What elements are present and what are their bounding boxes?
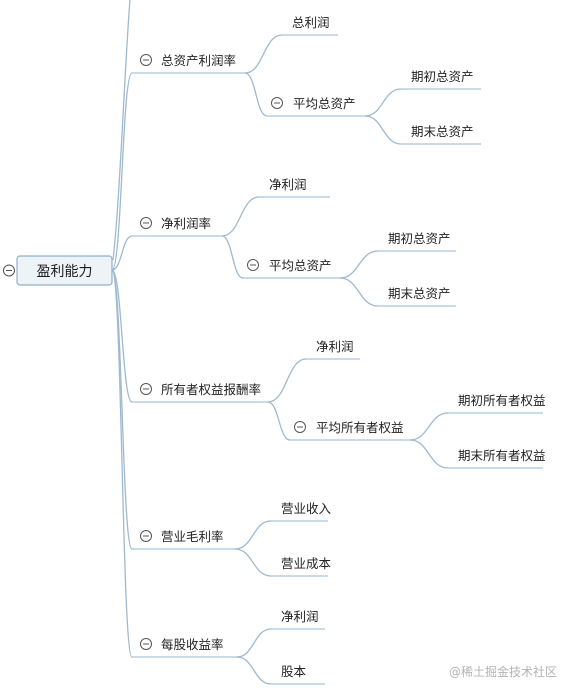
grandchild-connector	[364, 88, 402, 117]
child-label: 营业成本	[281, 556, 332, 571]
grandchild-connector	[409, 439, 449, 469]
branch-connector	[111, 269, 133, 658]
branch-label: 所有者权益报酬率	[161, 382, 261, 397]
branch-label: 总资产利润率	[161, 53, 236, 68]
grandchild-label: 期初所有者权益	[458, 393, 546, 408]
watermark: @稀土掘金技术社区	[448, 665, 557, 679]
grandchild-connector	[364, 115, 402, 145]
child-connector	[221, 196, 260, 237]
branch-collapse-button[interactable]	[140, 54, 152, 66]
branch-connector	[111, 235, 133, 271]
child-connector	[236, 628, 272, 658]
child-connector	[267, 358, 307, 403]
trunk-connector	[112, 0, 131, 261]
child-collapse-button[interactable]	[271, 97, 283, 109]
branch-label: 每股收益率	[161, 637, 224, 652]
child-label: 净利润	[316, 339, 354, 354]
grandchild-label: 期初总资产	[388, 231, 451, 246]
grandchild-connector	[339, 277, 379, 307]
grandchild-label: 期末总资产	[388, 286, 451, 301]
branch-collapse-button[interactable]	[140, 217, 152, 229]
branch-collapse-button[interactable]	[140, 383, 152, 395]
branch-connector	[111, 269, 133, 403]
child-label: 股本	[281, 664, 307, 679]
grandchild-label: 期末总资产	[411, 124, 474, 139]
child-connector	[221, 235, 244, 279]
child-collapse-button[interactable]	[294, 421, 306, 433]
child-label: 营业收入	[281, 501, 332, 516]
child-label: 平均总资产	[293, 96, 356, 111]
child-label: 净利润	[269, 177, 307, 192]
branch-connector	[111, 269, 133, 550]
root-collapse-button[interactable]	[3, 264, 15, 277]
child-collapse-button[interactable]	[247, 259, 259, 271]
branch-connector	[111, 72, 133, 271]
child-connector	[244, 72, 268, 117]
root-box	[16, 255, 113, 286]
grandchild-label: 期末所有者权益	[458, 448, 546, 463]
grandchild-connector	[339, 250, 379, 279]
branch-collapse-button[interactable]	[140, 530, 152, 542]
child-connector	[267, 401, 291, 441]
grandchild-connector	[409, 412, 449, 441]
branch-label: 净利润率	[161, 216, 211, 231]
child-connector	[244, 34, 283, 74]
child-label: 净利润	[281, 609, 319, 624]
child-label: 总利润	[292, 15, 330, 30]
child-connector	[234, 520, 272, 550]
grandchild-label: 期初总资产	[411, 69, 474, 84]
child-label: 平均总资产	[269, 258, 332, 273]
child-label: 平均所有者权益	[316, 420, 404, 435]
root-node[interactable]: 盈利能力	[16, 255, 113, 286]
child-connector	[236, 656, 272, 685]
branch-collapse-button[interactable]	[140, 638, 152, 650]
root-label: 盈利能力	[37, 264, 93, 280]
branch-label: 营业毛利率	[161, 529, 224, 544]
child-connector	[234, 548, 272, 577]
